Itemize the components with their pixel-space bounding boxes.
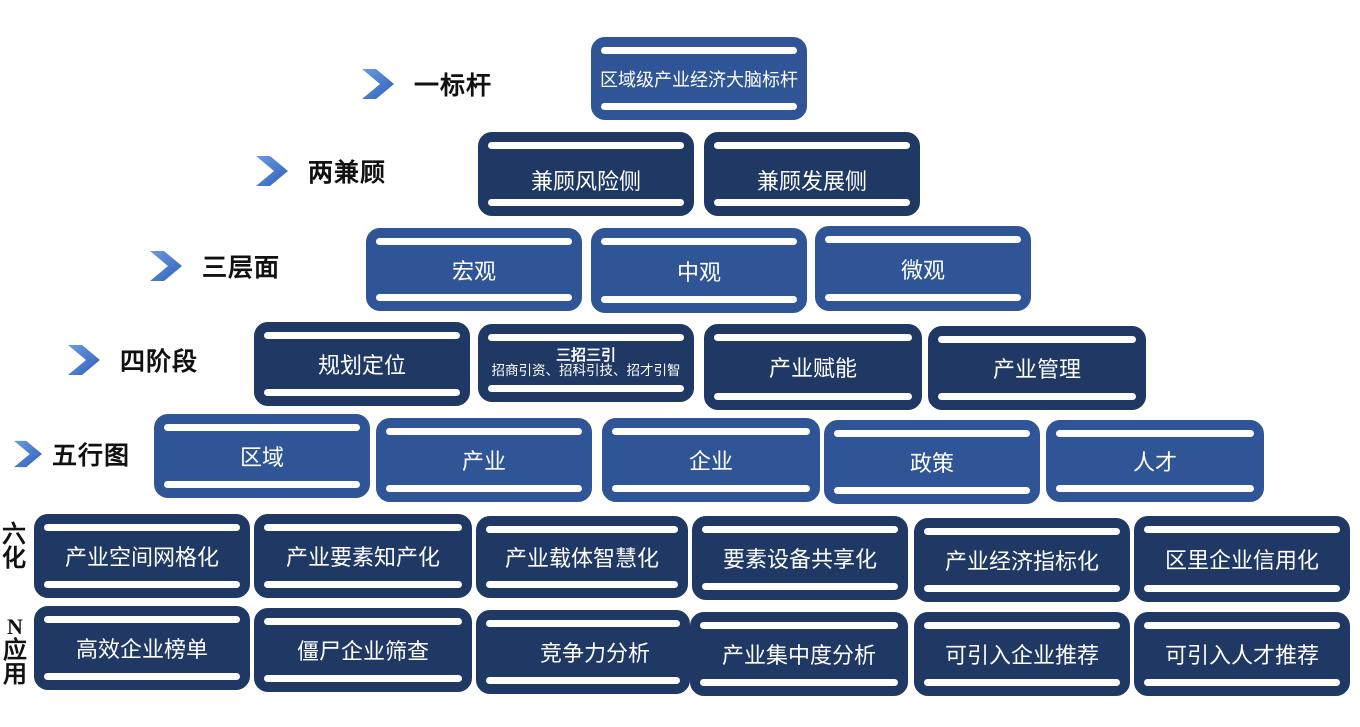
box-label: 兼顾发展侧 — [756, 170, 867, 195]
chevron-right-icon — [256, 156, 288, 186]
row7-box-3: 竞争力分析 — [476, 610, 690, 694]
box-label-group: 三招三引 招商引资、招科引技、招才引智 — [491, 346, 681, 379]
row6-box-3: 产业载体智慧化 — [476, 516, 688, 598]
row7-box-6: 可引入人才推荐 — [1134, 612, 1350, 696]
row5-box-industry: 产业 — [376, 418, 592, 502]
chevron-right-icon — [14, 440, 42, 468]
level-title: 两兼顾 — [308, 158, 387, 187]
box-label: 规划定位 — [317, 354, 406, 379]
level-title-char: 六 — [2, 520, 26, 548]
box-label: 兼顾风险侧 — [530, 170, 641, 195]
level-label-2: 两兼顾 — [256, 153, 386, 189]
level-title-char: 应 — [3, 636, 27, 664]
level-title: 五行图 — [52, 441, 131, 470]
level-label-4: 四阶段 — [68, 342, 198, 378]
chevron-right-icon — [362, 69, 394, 99]
row6-box-5: 产业经济指标化 — [914, 518, 1130, 602]
box-label: 可引入人才推荐 — [1164, 644, 1319, 669]
row4-box-attraction: 三招三引 招商引资、招科引技、招才引智 — [478, 324, 694, 402]
box-label: 竞争力分析 — [539, 642, 650, 667]
level-label-3: 三层面 — [150, 248, 280, 284]
row6-box-2: 产业要素知产化 — [254, 514, 472, 598]
row4-box-management: 产业管理 — [928, 326, 1146, 410]
row2-box-risk: 兼顾风险侧 — [478, 132, 694, 216]
box-label: 僵尸企业筛查 — [296, 640, 429, 665]
box-label: 产业经济指标化 — [944, 550, 1099, 575]
row5-box-policy: 政策 — [824, 420, 1040, 504]
row7-box-2: 僵尸企业筛查 — [254, 608, 472, 692]
box-label: 可引入企业推荐 — [944, 644, 1099, 669]
box-label: 产业赋能 — [768, 357, 857, 382]
row6-box-1: 产业空间网格化 — [34, 514, 250, 598]
box-label: 要素设备共享化 — [722, 548, 877, 573]
box-label: 企业 — [688, 450, 733, 475]
row7-box-4: 产业集中度分析 — [690, 612, 908, 696]
row5-box-enterprise: 企业 — [602, 418, 820, 502]
box-title: 三招三引 — [555, 346, 616, 365]
level-title: 四阶段 — [120, 347, 199, 376]
level-label-5: 五行图 — [14, 436, 130, 472]
row7-box-1: 高效企业榜单 — [34, 606, 250, 690]
level-label-6: 六 化 — [2, 522, 26, 570]
box-label: 区域级产业经济大脑标杆 — [600, 69, 798, 91]
row6-box-6: 区里企业信用化 — [1134, 516, 1350, 602]
box-label: 产业要素知产化 — [285, 546, 440, 571]
box-label: 高效企业榜单 — [75, 638, 208, 663]
box-label: 中观 — [676, 260, 721, 286]
row4-box-planning: 规划定位 — [254, 322, 470, 406]
row5-box-region: 区域 — [154, 414, 370, 498]
level-title-char: N — [7, 614, 23, 639]
box-label: 人才 — [1132, 451, 1177, 476]
box-label: 产业管理 — [992, 358, 1081, 383]
box-label: 宏观 — [451, 259, 496, 285]
box-label: 产业 — [461, 450, 506, 475]
row6-box-4: 要素设备共享化 — [692, 516, 908, 600]
box-label: 政策 — [909, 452, 954, 477]
row1-box-benchmark: 区域级产业经济大脑标杆 — [591, 37, 807, 120]
row3-box-micro: 微观 — [815, 226, 1031, 311]
level-title: 一标杆 — [414, 71, 493, 100]
row2-box-development: 兼顾发展侧 — [704, 132, 920, 216]
level-title: 三层面 — [202, 253, 281, 282]
row4-box-empowerment: 产业赋能 — [704, 324, 922, 410]
level-title-char: 用 — [3, 660, 27, 688]
row5-box-talent: 人才 — [1046, 420, 1264, 502]
box-label: 产业集中度分析 — [721, 644, 876, 669]
row7-box-5: 可引入企业推荐 — [914, 612, 1130, 696]
box-subtitle: 招商引资、招科引技、招才引智 — [491, 362, 681, 379]
level-label-7: N 应 用 — [3, 614, 27, 688]
box-label: 微观 — [900, 258, 945, 284]
chevron-right-icon — [68, 345, 100, 375]
box-label: 产业空间网格化 — [64, 546, 219, 571]
box-label: 区域 — [239, 446, 284, 471]
box-label: 产业载体智慧化 — [504, 547, 659, 572]
row3-box-meso: 中观 — [591, 228, 807, 313]
row3-box-macro: 宏观 — [366, 228, 582, 311]
box-label: 区里企业信用化 — [1164, 549, 1319, 574]
chevron-right-icon — [150, 251, 182, 281]
level-title-char: 化 — [2, 544, 26, 572]
level-label-1: 一标杆 — [362, 66, 492, 102]
